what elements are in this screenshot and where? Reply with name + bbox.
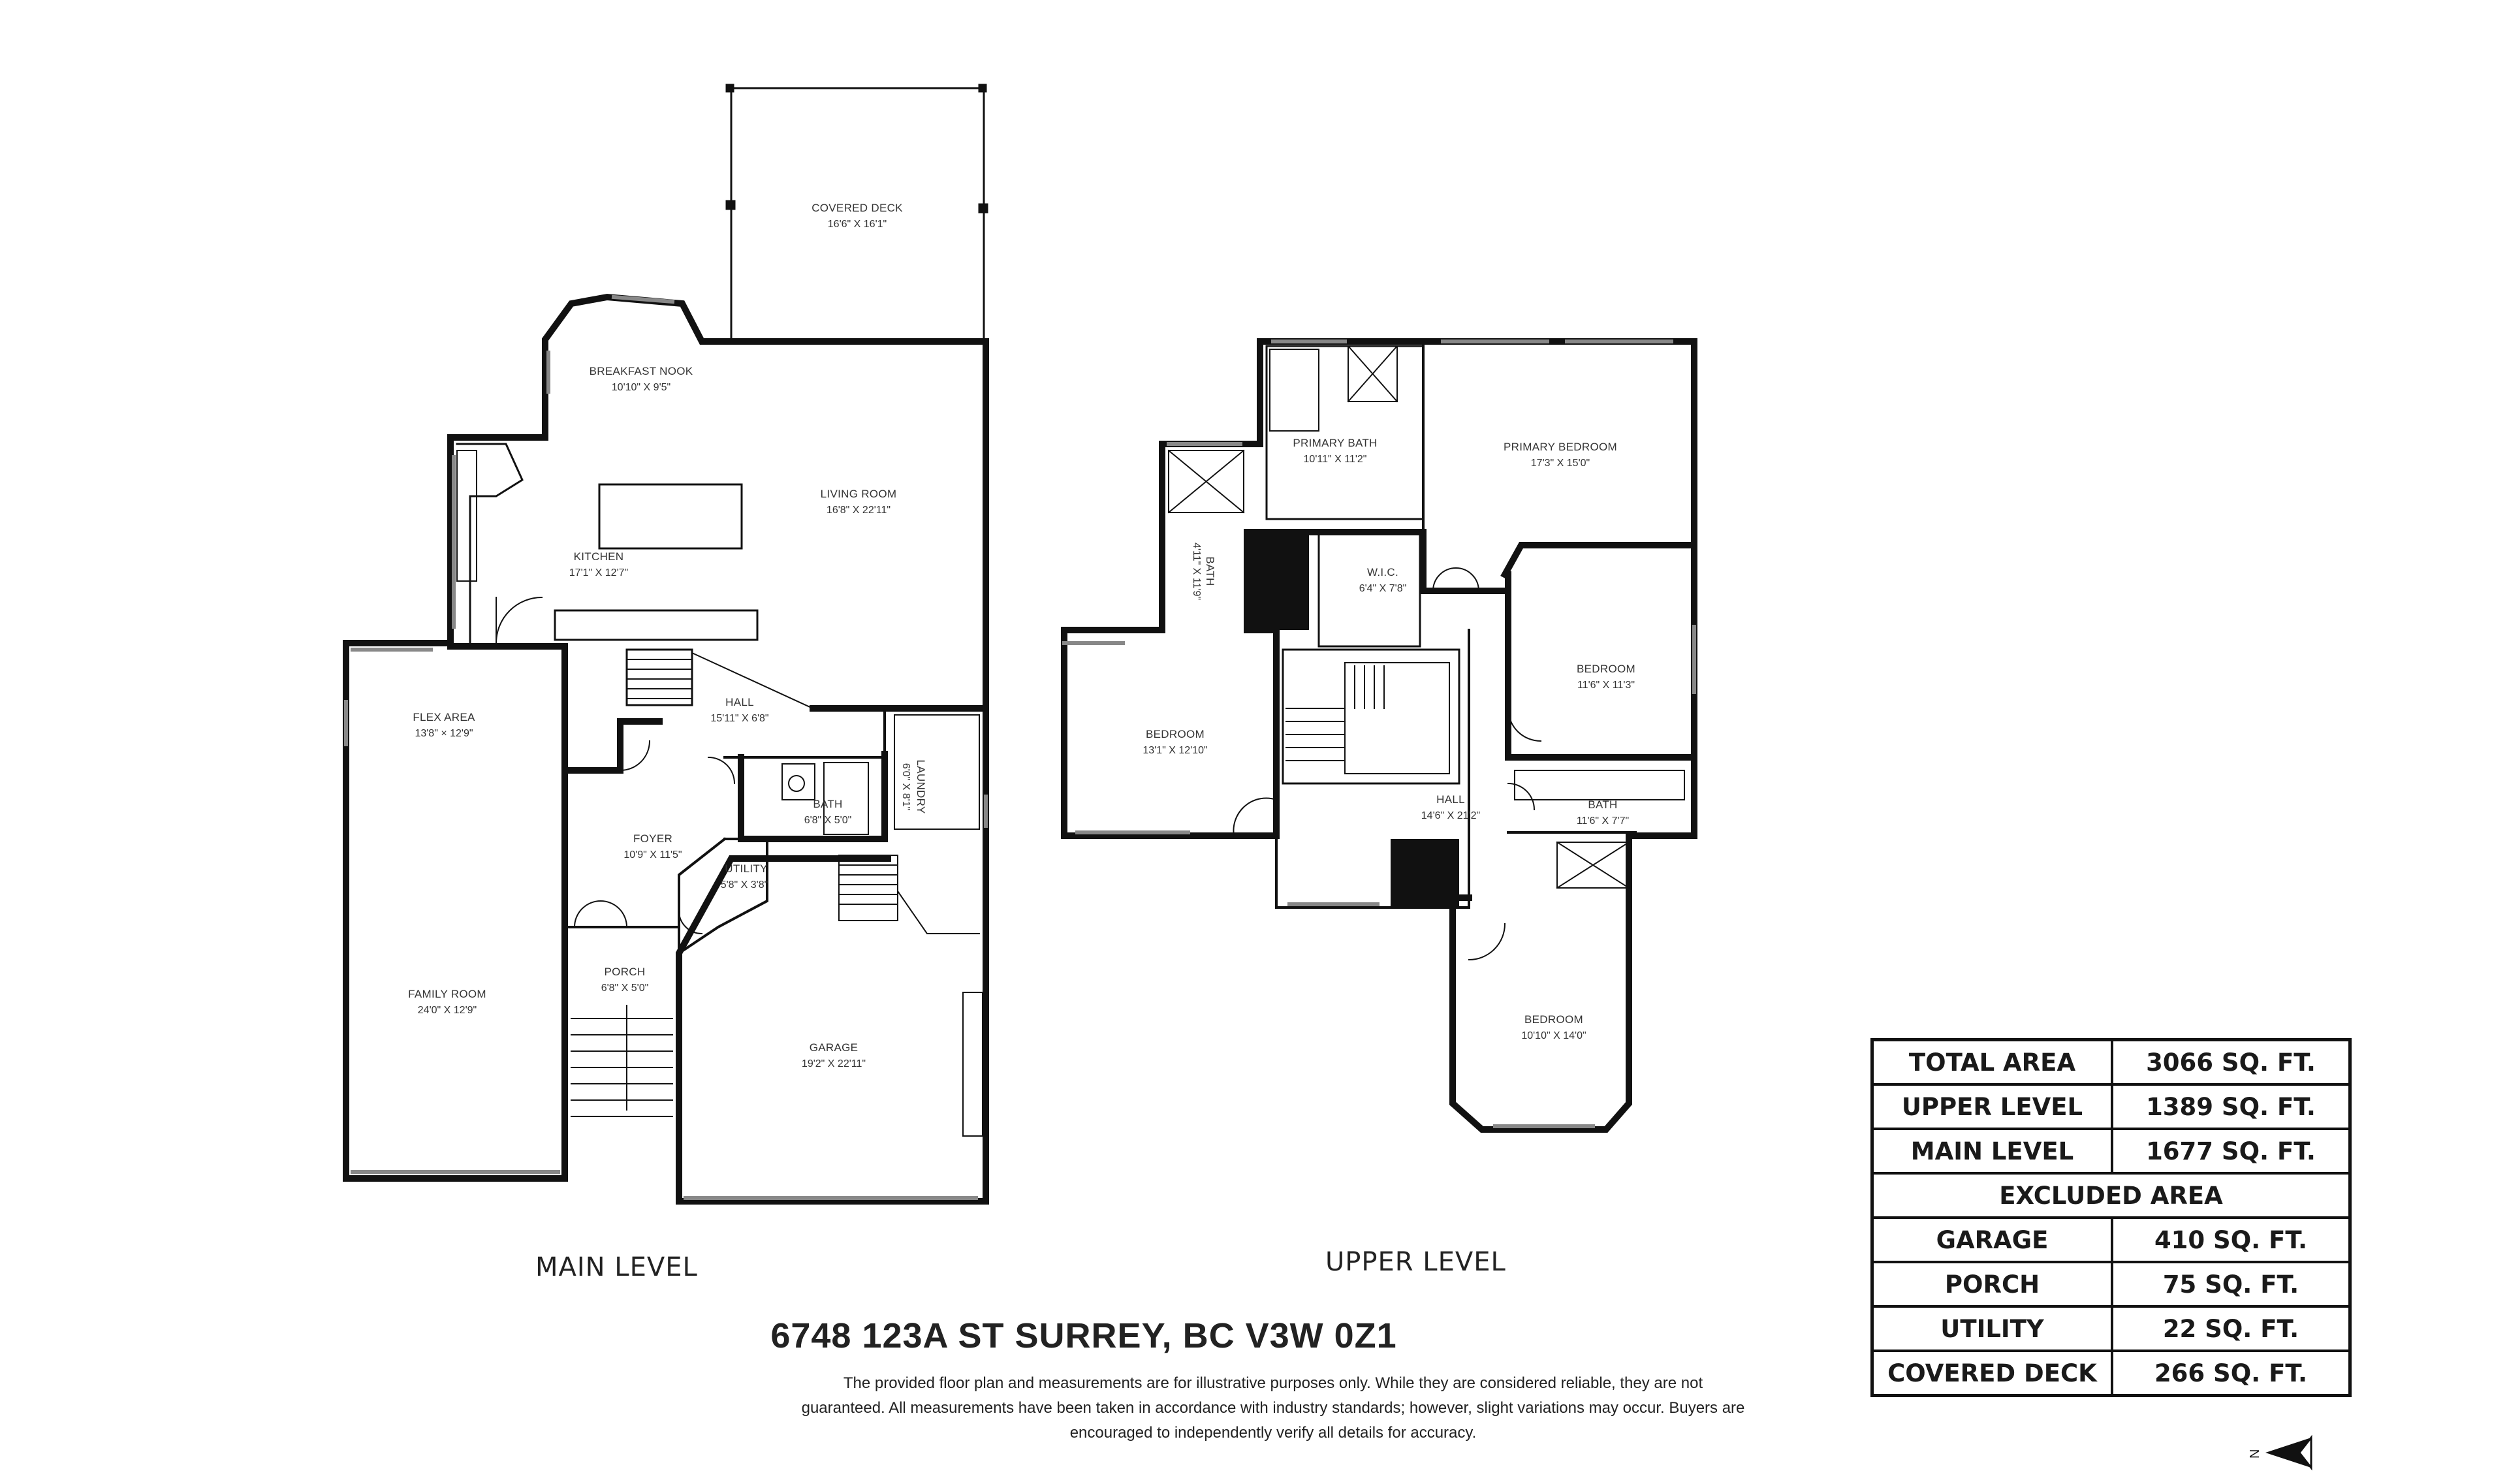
room-labels: COVERED DECK 16'6" X 16'1" BREAKFAST NOO…	[408, 202, 1635, 1069]
bedroom-left-dims: 13'1" X 12'10"	[1143, 745, 1207, 756]
upper-level-area-value: 1389 SQ. FT.	[2111, 1083, 2352, 1130]
utility-name: UTILITY	[725, 862, 767, 875]
garage-area-value: 410 SQ. FT.	[2111, 1216, 2352, 1263]
primary-bedroom-dims: 17'3" X 15'0"	[1531, 458, 1590, 469]
family-room-name: FAMILY ROOM	[408, 988, 486, 1000]
porch-area-value: 75 SQ. FT.	[2111, 1261, 2352, 1308]
chimney-shaft-lower	[1391, 839, 1459, 908]
garage-dims: 19'2" X 22'11"	[802, 1058, 866, 1069]
excluded-area-header: EXCLUDED AREA	[1870, 1172, 2352, 1219]
garage-name: GARAGE	[810, 1041, 859, 1054]
kitchen-name: KITCHEN	[574, 550, 624, 563]
wic-dims: 6'4" X 7'8"	[1359, 583, 1407, 594]
bedroom-right-dims: 11'6" X 11'3"	[1577, 680, 1635, 691]
area-summary-table: TOTAL AREA 3066 SQ. FT. UPPER LEVEL 1389…	[1870, 1038, 2352, 1397]
north-arrow-icon: N	[2248, 1434, 2312, 1471]
utility-dims: 5'8" X 3'8"	[721, 879, 768, 891]
table-row: TOTAL AREA 3066 SQ. FT.	[1870, 1038, 2352, 1086]
table-row: UTILITY 22 SQ. FT.	[1870, 1305, 2352, 1352]
upper-level-plan	[1061, 338, 1697, 1133]
living-room-name: LIVING ROOM	[821, 488, 897, 500]
upper-level-label: UPPER LEVEL	[1325, 1247, 1506, 1277]
main-level-plan	[343, 84, 989, 1205]
covered-deck-area-label: COVERED DECK	[1870, 1350, 2113, 1397]
primary-bath-dims: 10'11" X 11'2"	[1304, 454, 1367, 465]
main-level-area-label: MAIN LEVEL	[1870, 1128, 2113, 1175]
disclaimer: The provided floor plan and measurements…	[718, 1371, 1828, 1445]
main-interior-lines	[344, 294, 988, 1203]
bath-main-dims: 6'8" X 5'0"	[804, 815, 852, 826]
hall-upper-dims: 14'6" X 21'2"	[1421, 810, 1480, 821]
bath-upper-left-dims: 4'11" X 11'9"	[1191, 543, 1202, 600]
bath-main-name: BATH	[813, 798, 842, 810]
porch-name: PORCH	[605, 966, 646, 978]
table-row: COVERED DECK 266 SQ. FT.	[1870, 1350, 2352, 1397]
bath-upper-left-name: BATH	[1204, 556, 1216, 586]
kitchen-dims: 17'1" X 12'7"	[569, 567, 628, 578]
utility-area-value: 22 SQ. FT.	[2111, 1305, 2352, 1352]
bedroom-left-name: BEDROOM	[1146, 728, 1205, 740]
bedroom-right-name: BEDROOM	[1577, 663, 1635, 675]
covered-deck-area-value: 266 SQ. FT.	[2111, 1350, 2352, 1397]
table-row: PORCH 75 SQ. FT.	[1870, 1261, 2352, 1308]
bedroom-bottom-name: BEDROOM	[1524, 1013, 1583, 1026]
covered-deck-dims: 16'6" X 16'1"	[828, 219, 887, 230]
bedroom-bottom-dims: 10'10" X 14'0"	[1521, 1030, 1586, 1041]
disclaimer-line-3: encouraged to independently verify all d…	[1069, 1424, 1477, 1442]
hall-main-dims: 15'11" X 6'8"	[710, 713, 768, 724]
foyer-dims: 10'9" X 11'5"	[623, 849, 682, 860]
upper-interior-lines	[1062, 339, 1696, 1128]
breakfast-nook-dims: 10'10" X 9'5"	[612, 382, 670, 393]
laundry-dims: 6'0" X 8'1"	[900, 763, 911, 811]
main-level-area-value: 1677 SQ. FT.	[2111, 1128, 2352, 1175]
wic-name: W.I.C.	[1367, 566, 1398, 578]
chimney-shaft	[1247, 532, 1309, 630]
disclaimer-line-2: guaranteed. All measurements have been t…	[801, 1399, 1745, 1417]
north-label: N	[2248, 1449, 2262, 1459]
primary-bath-name: PRIMARY BATH	[1293, 437, 1377, 449]
laundry-name: LAUNDRY	[915, 759, 927, 813]
total-area-value: 3066 SQ. FT.	[2111, 1038, 2352, 1086]
bath-upper-right-dims: 11'6" X 7'7"	[1577, 815, 1629, 827]
flex-area-dims: 13'8" × 12'9"	[415, 728, 473, 739]
disclaimer-line-1: The provided floor plan and measurements…	[843, 1374, 1703, 1392]
table-row: MAIN LEVEL 1677 SQ. FT.	[1870, 1128, 2352, 1175]
porch-dims: 6'8" X 5'0"	[601, 983, 649, 994]
hall-upper-name: HALL	[1436, 793, 1465, 806]
porch-area-label: PORCH	[1870, 1261, 2113, 1308]
main-exterior-walls	[343, 293, 989, 1205]
foyer-name: FOYER	[633, 832, 672, 845]
garage-area-label: GARAGE	[1870, 1216, 2113, 1263]
breakfast-nook-name: BREAKFAST NOOK	[590, 365, 693, 377]
table-row: UPPER LEVEL 1389 SQ. FT.	[1870, 1083, 2352, 1130]
family-room-dims: 24'0" X 12'9"	[418, 1005, 477, 1016]
utility-area-label: UTILITY	[1870, 1305, 2113, 1352]
main-level-label: MAIN LEVEL	[535, 1252, 698, 1282]
flex-area-name: FLEX AREA	[413, 711, 475, 723]
primary-bedroom-name: PRIMARY BEDROOM	[1504, 441, 1617, 453]
property-address: 6748 123A ST SURREY, BC V3W 0Z1	[770, 1316, 1397, 1355]
covered-deck-name: COVERED DECK	[812, 202, 903, 214]
upper-level-area-label: UPPER LEVEL	[1870, 1083, 2113, 1130]
table-row: GARAGE 410 SQ. FT.	[1870, 1216, 2352, 1263]
living-room-dims: 16'8" X 22'11"	[827, 505, 891, 516]
hall-main-name: HALL	[725, 696, 754, 708]
bath-upper-right-name: BATH	[1588, 798, 1617, 811]
covered-deck-outline	[725, 84, 988, 341]
total-area-label: TOTAL AREA	[1870, 1038, 2113, 1086]
table-row: EXCLUDED AREA	[1870, 1172, 2352, 1219]
